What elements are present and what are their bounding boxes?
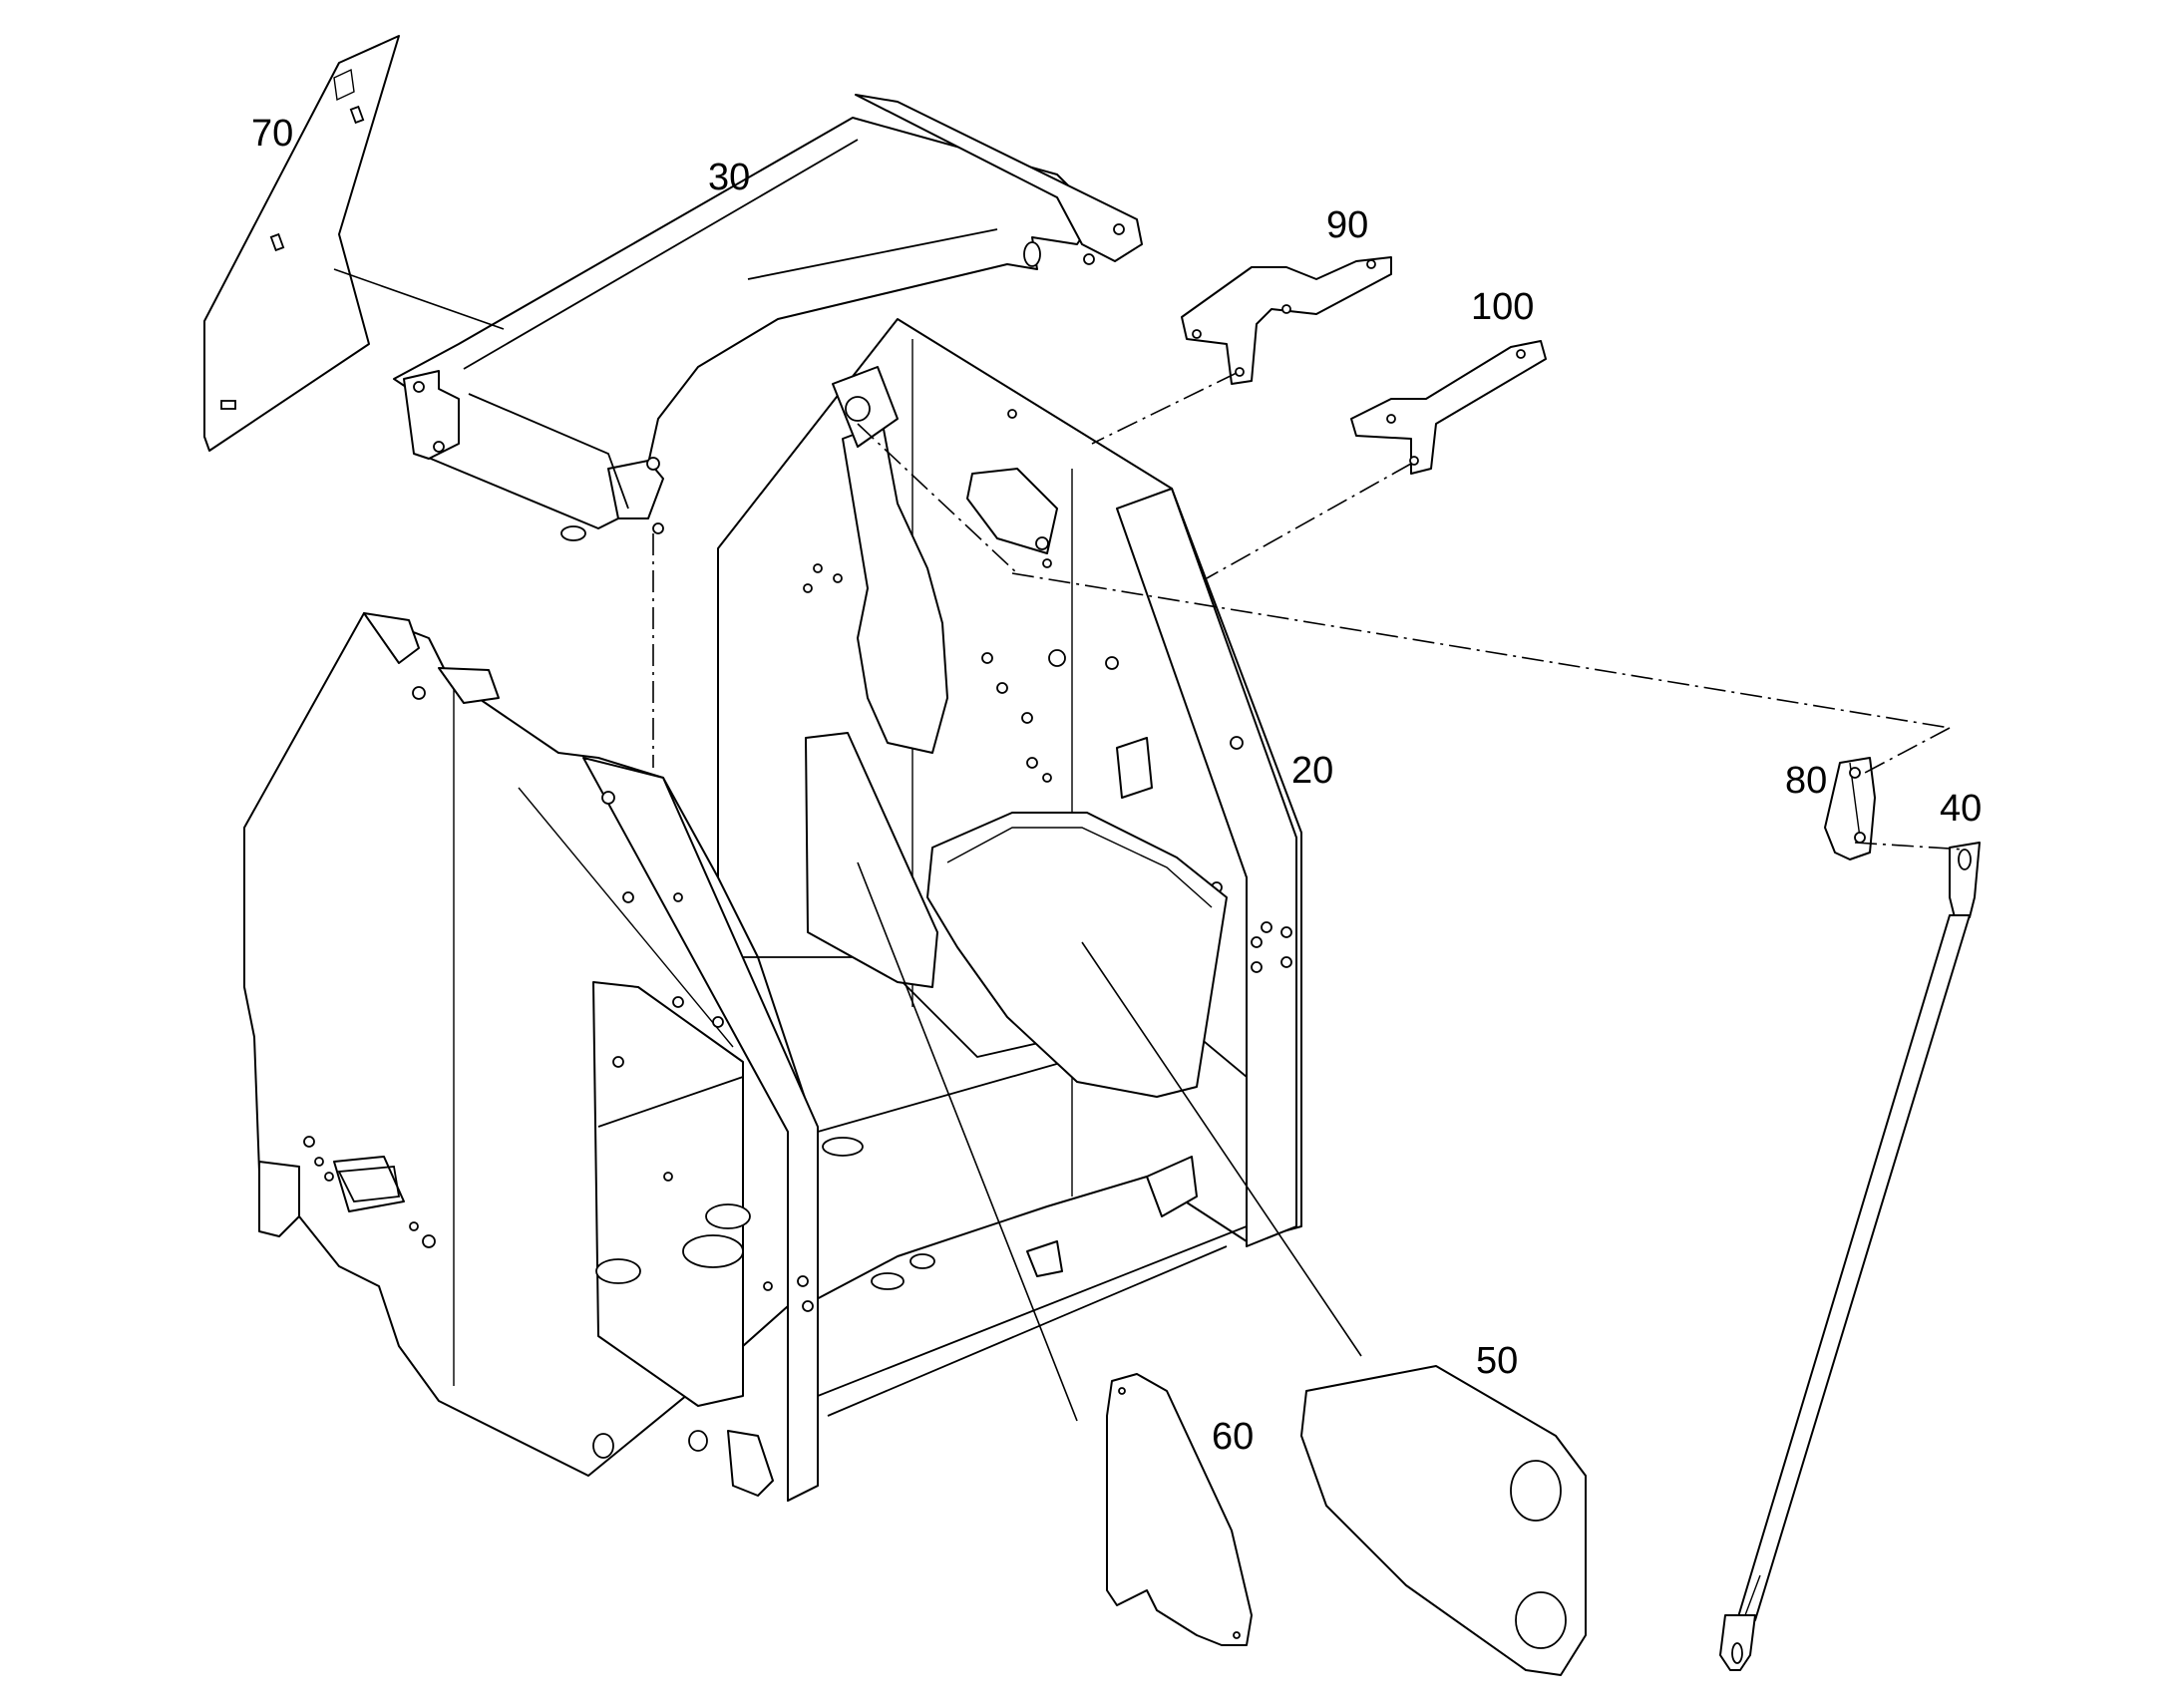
callout-labels: 70 30 90 100 20 80 40 50 60: [251, 113, 1982, 1458]
callout-20: 20: [1291, 750, 1333, 792]
part-80-clip: [1824, 757, 1876, 860]
callout-80: 80: [1785, 760, 1827, 802]
part-60-small-cover: [1106, 1373, 1253, 1646]
callout-60: 60: [1212, 1416, 1254, 1458]
callout-100: 100: [1471, 286, 1534, 328]
part-100-bracket: [1350, 340, 1547, 475]
part-20-main-frame: [243, 318, 1302, 1502]
alignment-lines: [652, 372, 1966, 851]
part-30-top-cover: [393, 94, 1143, 541]
part-40-tie-rod: [1719, 842, 1981, 1671]
callout-50: 50: [1476, 1340, 1518, 1382]
part-50-cover-plate: [1300, 1365, 1587, 1676]
part-50-cover-plate-installed: [926, 812, 1228, 1098]
callout-30: 30: [708, 157, 750, 198]
part-90-bracket: [1181, 256, 1392, 385]
leader-lines: [333, 268, 1362, 1422]
part-70-side-plate: [203, 35, 400, 452]
callout-40: 40: [1940, 788, 1982, 830]
callout-70: 70: [251, 113, 293, 155]
callout-90: 90: [1326, 204, 1368, 246]
